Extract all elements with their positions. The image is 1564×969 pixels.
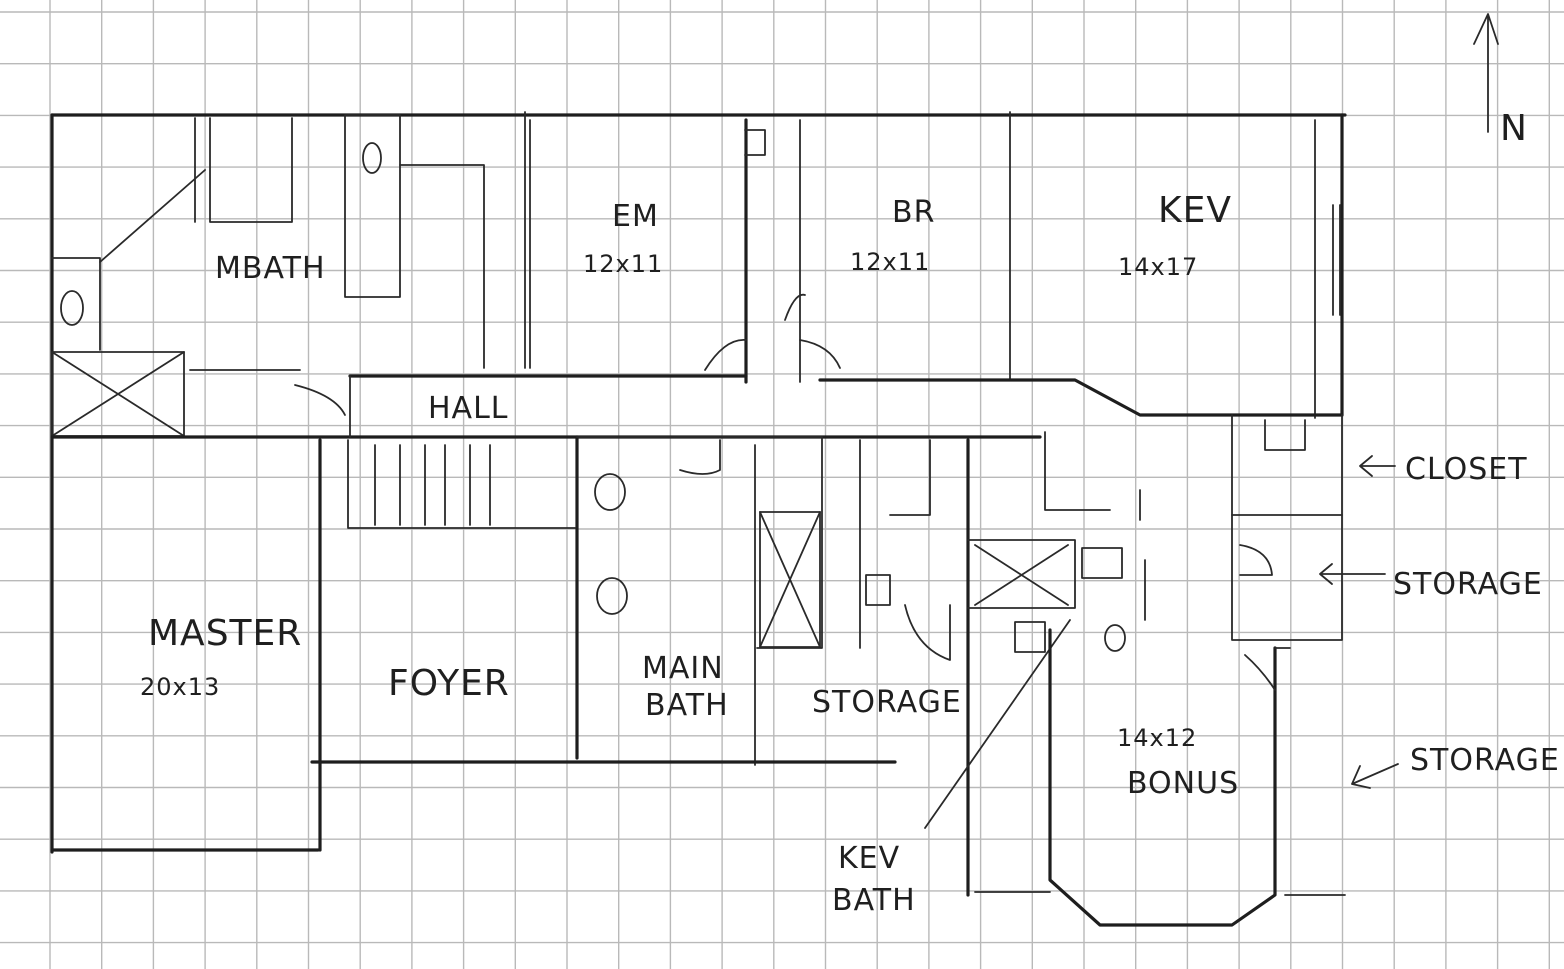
callout-closet: CLOSET (1405, 452, 1528, 487)
callouts: CLOSET STORAGE STORAGE (1319, 452, 1560, 789)
room-size-kev: 14x17 (1118, 253, 1198, 281)
room-label-hall: HALL (428, 391, 509, 426)
arrow-left-icon (1351, 763, 1399, 789)
room-label-foyer: FOYER (388, 663, 510, 704)
room-label-em: EM (612, 199, 659, 234)
walls (50, 111, 1347, 927)
arrow-up-icon (1473, 13, 1499, 133)
room-label-kev-bath-2: BATH (832, 883, 916, 918)
room-label-br: BR (892, 195, 935, 230)
arrow-left-icon (1359, 455, 1396, 477)
room-label-kev-bath-1: KEV (838, 841, 900, 876)
compass-north-label: N (1500, 108, 1528, 149)
room-size-br: 12x11 (850, 248, 930, 276)
room-labels: MBATH EM 12x11 BR 12x11 KEV 14x17 HALL M… (140, 190, 1239, 918)
room-label-master: MASTER (148, 613, 302, 654)
arrow-left-icon (1319, 563, 1386, 585)
room-size-master: 20x13 (140, 673, 220, 701)
room-label-main-bath-1: MAIN (642, 651, 724, 686)
room-label-main-bath-2: BATH (645, 688, 729, 723)
callout-storage-lower: STORAGE (1410, 743, 1560, 778)
north-compass: N (1473, 13, 1528, 149)
callout-storage-upper: STORAGE (1393, 567, 1543, 602)
stairs (347, 439, 576, 529)
room-size-em: 12x11 (583, 250, 663, 278)
room-label-mbath: MBATH (215, 251, 326, 286)
room-size-bonus: 14x12 (1117, 724, 1197, 752)
room-label-kev: KEV (1158, 190, 1232, 231)
room-label-storage: STORAGE (812, 685, 962, 720)
room-label-bonus: BONUS (1127, 766, 1239, 801)
